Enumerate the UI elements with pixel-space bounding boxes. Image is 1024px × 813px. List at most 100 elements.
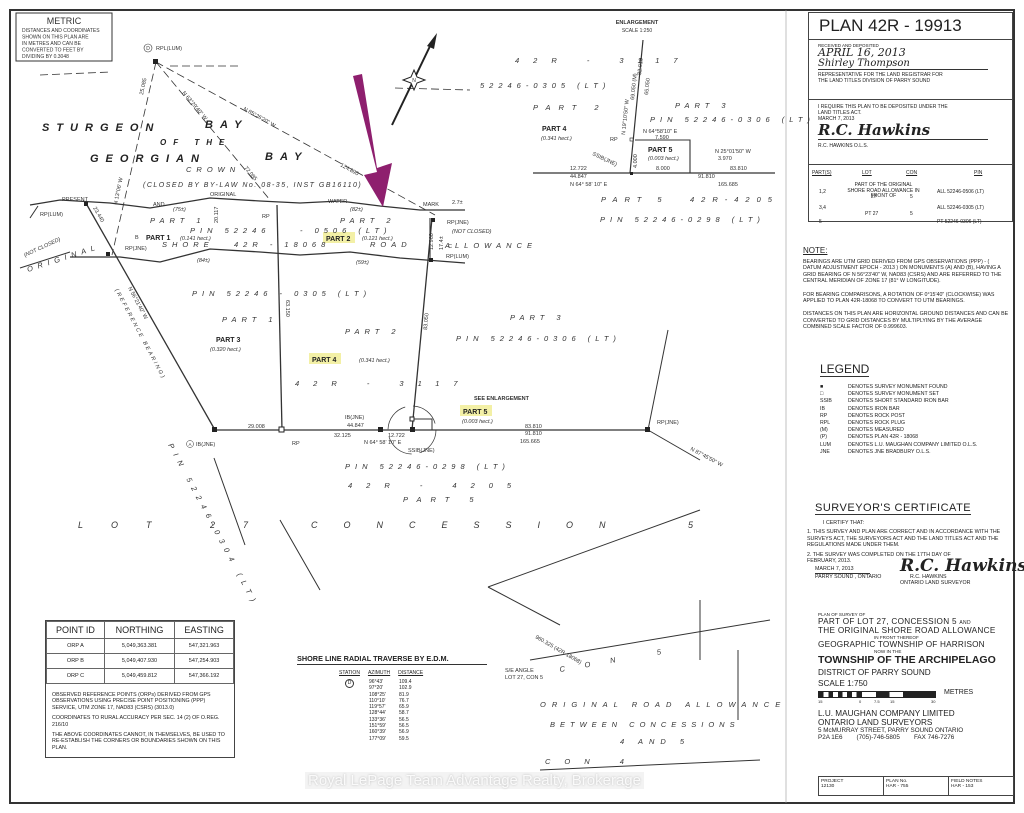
legend-symbol: LUM — [820, 441, 831, 448]
legend-description: DENOTES L.U. MAUGHAN COMPANY LIMITED O.L… — [848, 441, 978, 448]
water-label: STURGEON — [42, 122, 160, 134]
orp-b: B — [135, 235, 139, 241]
enlargement-detail: ENLARGEMENT SCALE 1:250 42R - 3117 52246… — [480, 20, 815, 224]
map-label: PIN 52246-0306 (LT) — [456, 334, 621, 343]
deposit-section: RECEIVED AND DEPOSITED APRIL 16, 2013 Sh… — [809, 43, 1012, 100]
certificate-place: PARRY SOUND , ONTARIO — [815, 574, 882, 581]
company-phone: (705)-746-5805 — [856, 734, 900, 741]
cell: ORP A — [46, 638, 105, 654]
received-date: APRIL 16, 2013 — [818, 46, 906, 59]
map-label: ORIGINAL — [210, 192, 236, 198]
cell: 547,321.963 — [174, 638, 234, 654]
cell: 5,049,459.812 — [103, 668, 176, 684]
map-label: 42R - 4205 — [348, 481, 525, 490]
map-label: (0.141 hect.) — [180, 236, 211, 242]
metric-box: METRIC DISTANCES AND COORDINATES SHOWN O… — [15, 12, 113, 62]
shore-traverse-table: SHORE LINE RADIAL TRAVERSE BY E.D.M. STA… — [297, 654, 487, 742]
plan-scale: SCALE 1:750 — [818, 679, 868, 688]
plan-number: PLAN 42R - 19913 — [809, 13, 1012, 40]
cell: 5 — [910, 211, 913, 217]
map-label: PART 2 — [533, 103, 607, 112]
cell: ORP C — [46, 668, 105, 684]
map-label: (75±) — [173, 207, 186, 213]
map-label: PIN 52246 - 0305 (LT) — [192, 289, 371, 298]
certificate-intro: I CERTIFY THAT: — [823, 520, 865, 526]
legend-description: DENOTES SHORT STANDARD IRON BAR — [848, 398, 949, 405]
col-header: POINT ID — [46, 621, 105, 639]
azimuth-cell: 128°44' — [369, 710, 386, 717]
north-arrow-icon: N — [391, 33, 437, 126]
shore-row: 177°09'59.5 — [369, 736, 487, 742]
cell: 27 — [871, 194, 877, 200]
map-label: 65.050 — [644, 78, 652, 95]
map-label: 42R - 3117 — [515, 56, 692, 65]
cell: PT 27 — [865, 211, 879, 217]
metric-line: DIVIDING BY 0.3048 — [22, 54, 69, 60]
sheet-border — [9, 9, 1015, 804]
map-label: 12.722 — [570, 166, 587, 172]
distance-cell: 76.7 — [399, 697, 409, 704]
plan-intro: PLAN OF SURVEY OF — [818, 612, 866, 617]
map-label: PIN 52246-0298 (LT) — [600, 215, 765, 224]
metric-line: IN METRES AND CAN BE — [22, 41, 82, 47]
col-header: STATION — [339, 670, 360, 676]
distance-cell: 56.9 — [399, 729, 409, 736]
map-label: PART 5 — [403, 495, 483, 504]
map-label: (0.320 hect.) — [210, 347, 241, 353]
map-label: SSIB(JNE) — [408, 448, 435, 454]
map-label: 42R - 18068 — [234, 240, 330, 249]
azimuth-cell: 119°57' — [369, 704, 386, 711]
legend-item: ■DENOTES SURVEY MONUMENT FOUND — [820, 384, 1010, 391]
map-label: N 64° 58' 10" E — [570, 182, 608, 188]
certificate-title: SURVEYOR'S CERTIFICATE — [815, 502, 972, 515]
map-label: ROAD — [370, 240, 412, 249]
certificate-role: ONTARIO LAND SURVEYOR — [900, 580, 971, 587]
plan-line: AND — [959, 620, 971, 626]
surveyor-signature: R.C. Hawkins — [818, 122, 988, 140]
map-label: LOT 27 — [78, 520, 276, 530]
map-label: 44.847 — [347, 423, 364, 429]
footer-value: HAR - 153 — [951, 784, 974, 789]
map-label: - 0506 (LT) — [300, 226, 392, 235]
legend-description: DENOTES ROCK POST — [848, 412, 906, 419]
col-header: PART(S) — [812, 170, 832, 176]
plan-line: NOW IN THE — [874, 649, 902, 654]
parts-table: PART(S) LOT CON PIN 1,2 PART OF THE ORIG… — [809, 165, 1012, 231]
part2-label: PART 2 — [326, 236, 350, 243]
distance-cell: 56.5 — [399, 723, 409, 730]
require-line: I REQUIRE THIS PLAN TO BE DEPOSITED UNDE… — [818, 104, 948, 110]
registrar-signature: Shirley Thompson — [818, 58, 988, 70]
azimuth-cell: 110°10' — [369, 697, 386, 704]
footer-label: PROJECT — [821, 779, 844, 784]
map-label: SSIB(JNE) — [591, 151, 618, 168]
plan-line: THE ORIGINAL SHORE ROAD ALLOWANCE — [818, 626, 996, 635]
footer-label: PLAN No. — [886, 779, 908, 784]
map-label: 124.890 — [339, 163, 359, 178]
azimuth-cell: 97°20' — [369, 685, 384, 692]
cell: 1,2 — [819, 189, 826, 195]
map-label: 42R-4205 — [690, 195, 779, 204]
map-label: N 64°58'10" E — [643, 129, 678, 135]
water-label: GEORGIAN — [90, 153, 206, 165]
cell: 547,254.903 — [174, 653, 234, 669]
map-label: PART 4 — [542, 126, 566, 133]
shore-row: 110°10' 76.7 — [369, 698, 487, 704]
scale-tick: 30 — [931, 699, 936, 704]
part3-label: PART 3 — [216, 337, 240, 344]
boundary-lines — [19, 197, 771, 771]
legend-item: (M)DENOTES MEASURED — [820, 427, 1010, 434]
map-label: PIN 52246-0306 (LT) — [650, 115, 815, 124]
map-label: (84±) — [197, 258, 210, 264]
legend-description: DENOTES SURVEY MONUMENT FOUND — [848, 384, 948, 390]
legend-description: DENOTES PLAN 42R - 18068 — [848, 434, 919, 441]
cell: 5,049,363.381 — [103, 638, 176, 654]
map-label: (0.121 hect.) — [362, 236, 393, 242]
scale-tick: 0 — [859, 699, 862, 704]
registrar-line: THE LAND TITLES DIVISION OF PARRY SOUND — [818, 78, 931, 84]
map-label: PART 1 — [222, 315, 278, 324]
map-label: 5 — [688, 520, 698, 530]
legend-symbol: JNE — [820, 448, 830, 455]
